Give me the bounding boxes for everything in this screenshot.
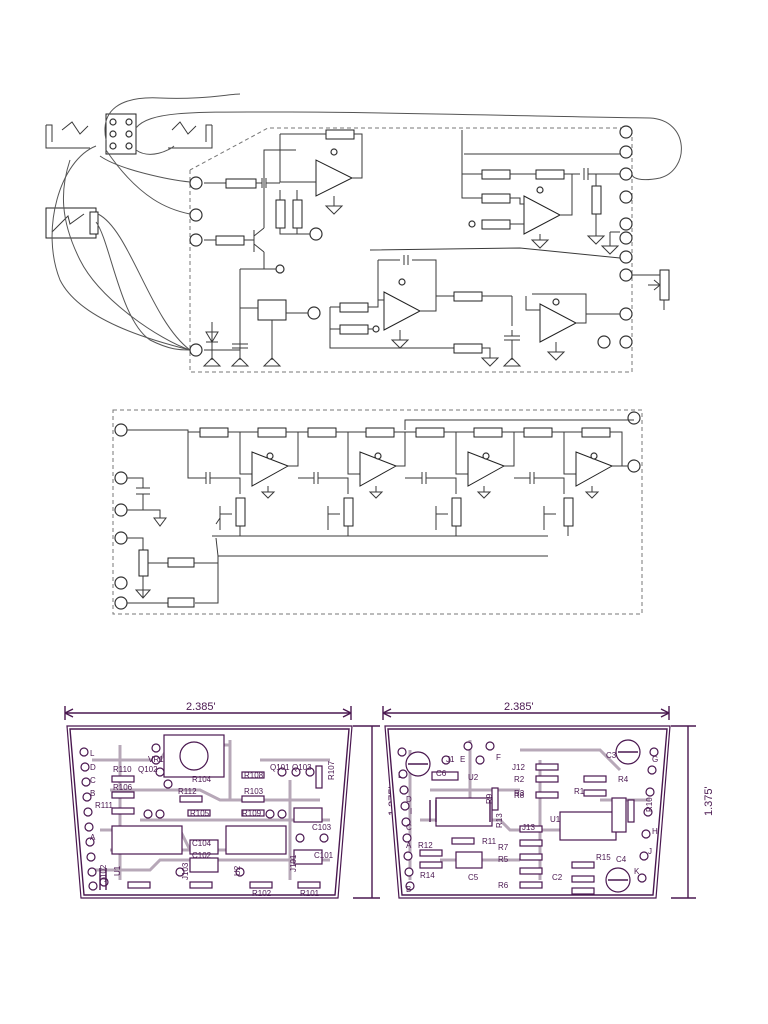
pcb-label-r106: R106 xyxy=(113,783,133,792)
output-jack-symbol xyxy=(168,121,213,149)
pcb-label-g: G xyxy=(652,755,658,764)
pcb-label-r11: R11 xyxy=(482,837,497,846)
pcb-label-d-right: D xyxy=(406,795,412,804)
pcb-label-j103: J103 xyxy=(181,862,190,880)
pcb-left: 2.385' 1.375' xyxy=(64,701,399,899)
pcb-label-r12: R12 xyxy=(418,841,433,850)
pcb-label-c5: C5 xyxy=(468,873,479,882)
pcb-label-q101: Q101 xyxy=(270,763,290,772)
pcb-label-r108: R108 xyxy=(244,771,264,780)
pcb-label-j101: J101 xyxy=(289,854,298,872)
pcb-label-r-l: L xyxy=(398,771,403,780)
pcb-label-h: H xyxy=(652,827,658,836)
pcb-label-c: C xyxy=(90,776,96,785)
pcb-label-r3: R3 xyxy=(514,789,525,798)
pcb-label-c4: C4 xyxy=(616,855,627,864)
phaser-stage-3 xyxy=(405,427,515,536)
pcb-label-j102: J102 xyxy=(99,864,108,882)
pcb-label-c103: C103 xyxy=(312,823,332,832)
pcb-label-d: D xyxy=(90,763,96,772)
pcb-label-r107: R107 xyxy=(327,760,336,780)
pcb-label-j13: J13 xyxy=(522,823,535,832)
pcb-label-r109: R109 xyxy=(242,809,262,818)
top-schematic xyxy=(45,93,682,373)
pcb-label-r2: R2 xyxy=(514,775,525,784)
pcb-label-c2: C2 xyxy=(552,873,563,882)
pcb-label-a-right: A xyxy=(406,841,412,850)
pcb-label-c102: C102 xyxy=(192,851,212,860)
pcb-label-c-right: C xyxy=(406,823,412,832)
phaser-stage-1 xyxy=(188,427,299,536)
input-jack-symbol xyxy=(45,121,90,149)
pcb-label-c101: C101 xyxy=(314,851,334,860)
pcb-label-e: E xyxy=(460,755,465,764)
pcb-label-u2: U2 xyxy=(233,865,242,876)
pcb-label-r1: R1 xyxy=(574,787,585,796)
pcb-label-j12: J12 xyxy=(512,763,525,772)
pcb-label-b-right: B xyxy=(406,885,411,894)
pcb-label-f: F xyxy=(496,753,501,762)
pcb-label-r4: R4 xyxy=(618,775,629,784)
pcb-label-r105: R105 xyxy=(190,809,210,818)
pcb-label-j1: J1 xyxy=(446,755,455,764)
pcb-label-a: A xyxy=(90,833,96,842)
pcb-label-r8: R8 xyxy=(514,791,525,800)
pcb-label-u2-right: U2 xyxy=(468,773,479,782)
pcb-label-r14: R14 xyxy=(420,871,435,880)
phaser-stage-4 xyxy=(514,427,628,536)
pcb-label-r103: R103 xyxy=(244,787,264,796)
footswitch-symbol xyxy=(105,113,137,155)
pcb-label-r101: R101 xyxy=(300,889,320,898)
pcb-right: 2.385' 1.375' xyxy=(382,701,715,899)
pcb-label-k: K xyxy=(634,867,640,876)
pcb-label-q102: Q102 xyxy=(138,765,158,774)
pcb-label-r6: R6 xyxy=(498,881,509,890)
pcb-label-j: J xyxy=(648,847,652,856)
pcb-label-i: I xyxy=(410,807,412,816)
pcb-label-l: L xyxy=(90,749,95,758)
pcb-label-r104: R104 xyxy=(192,775,212,784)
phaser-stage-2 xyxy=(298,427,406,536)
right-board-height-label: 1.375' xyxy=(703,786,715,816)
pcb-label-vr1: VR1 xyxy=(148,755,164,764)
pcb-label-r9: R9 xyxy=(485,793,494,804)
right-board-width-label: 2.385' xyxy=(504,701,534,713)
left-board-width-label: 2.385' xyxy=(186,701,216,713)
pcb-label-r13: R13 xyxy=(495,813,504,828)
pcb-label-r102: R102 xyxy=(252,889,272,898)
pcb-label-r7: R7 xyxy=(498,843,509,852)
pcb-label-r15: R15 xyxy=(596,853,611,862)
pcb-label-b: B xyxy=(90,789,95,798)
pcb-label-u1-right: U1 xyxy=(550,815,561,824)
phaser-stages-schematic xyxy=(112,409,643,615)
pcb-label-c104: C104 xyxy=(192,839,212,848)
pcb-label-r112: R112 xyxy=(178,787,197,796)
pcb-label-r111: R111 xyxy=(95,801,113,810)
pcb-label-r110: R110 xyxy=(113,765,132,774)
pcb-label-q103: Q103 xyxy=(292,763,312,772)
pcb-label-c6: C6 xyxy=(436,769,447,778)
pcb-label-r10: R10 xyxy=(645,797,654,812)
pcb-label-r5: R5 xyxy=(498,855,509,864)
pcb-label-c3: C3 xyxy=(606,751,617,760)
pcb-label-u1: U1 xyxy=(113,865,122,876)
